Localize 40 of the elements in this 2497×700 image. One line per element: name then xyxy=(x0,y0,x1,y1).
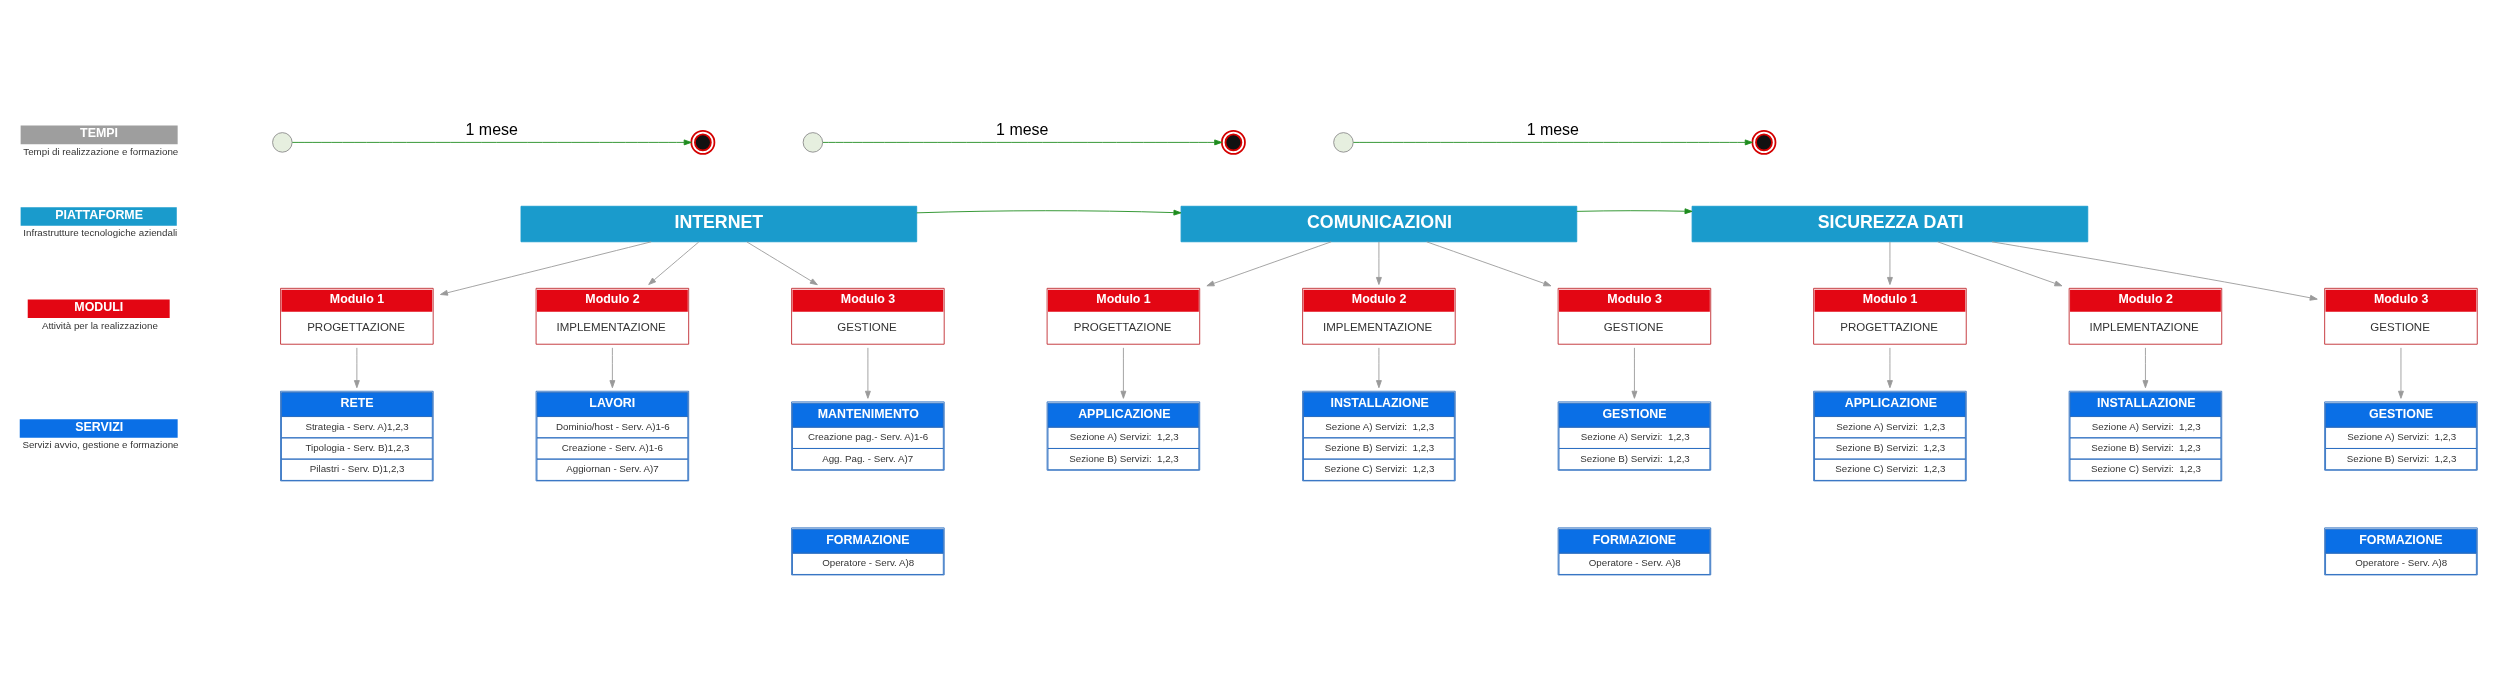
edge-label: 1 mese xyxy=(996,120,1049,138)
node-label: Infrastrutture tecnologiche aziendali xyxy=(23,227,178,239)
node-box: TEMPI xyxy=(20,125,178,145)
arrow xyxy=(1206,241,1332,287)
node-label: Servizi avvio, gestione e formazione xyxy=(22,439,179,451)
arrow xyxy=(916,209,1182,216)
arrow xyxy=(1576,208,1693,215)
arrow xyxy=(291,139,692,146)
node-box: INTERNET xyxy=(520,205,918,243)
arrow xyxy=(1376,347,1382,389)
arrow xyxy=(1352,139,1753,146)
arrow xyxy=(2398,347,2404,399)
arrow xyxy=(1937,241,2063,287)
arrow xyxy=(1887,241,1893,285)
edge-label: 1 mese xyxy=(1526,120,1579,138)
node-circle xyxy=(272,132,293,153)
node-box: COMUNICAZIONI xyxy=(1180,205,1578,243)
arrow xyxy=(1376,241,1382,285)
arrow xyxy=(353,347,360,389)
node-circle xyxy=(802,132,824,153)
arrow xyxy=(822,139,1223,146)
node-label: Tempi di realizzazione e formazione xyxy=(23,145,179,157)
arrow xyxy=(440,241,652,296)
arrow xyxy=(1887,347,1893,389)
arrow xyxy=(1991,241,2318,301)
arrow xyxy=(1120,347,1127,399)
edge-label: 1 mese xyxy=(465,120,518,138)
arrow xyxy=(1631,347,1638,399)
arrow xyxy=(609,347,616,389)
arrow xyxy=(2142,347,2149,389)
node-label: Attività per la realizzazione xyxy=(41,319,158,331)
node-box: SICUREZZA DATI xyxy=(1691,205,2089,243)
node-circle xyxy=(1333,132,1354,153)
arrow xyxy=(1426,241,1552,287)
arrow xyxy=(864,347,871,399)
node-box: PIATTAFORME xyxy=(20,207,177,226)
node-box: MODULI xyxy=(27,299,170,319)
arrow xyxy=(648,241,700,285)
arrow xyxy=(746,241,818,286)
node-box: SERVIZI xyxy=(19,419,178,438)
